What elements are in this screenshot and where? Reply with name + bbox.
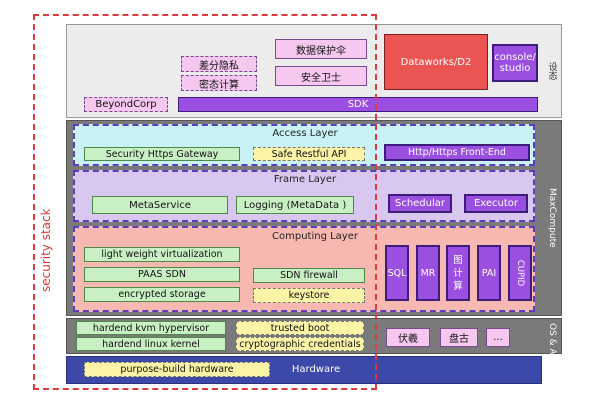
executor-box: Executor bbox=[464, 194, 528, 213]
fuxi-box: 伏羲 bbox=[386, 328, 430, 347]
pangu-box: 盘古 bbox=[440, 328, 478, 347]
http-frontend-box: Http/Https Front-End bbox=[384, 144, 530, 161]
access-layer-title: Access Layer bbox=[272, 128, 338, 139]
side-label-top: 设态 bbox=[546, 62, 557, 80]
engine-cupid: CUPID bbox=[508, 245, 532, 301]
data-protect-box: 数据保护伞 bbox=[275, 39, 367, 59]
keystore-box: keystore bbox=[253, 288, 365, 303]
metaservice-box: MetaService bbox=[92, 196, 228, 214]
more-box: ... bbox=[486, 328, 510, 347]
console-studio-box: console/ studio bbox=[492, 44, 538, 82]
security-stack-label: security stack bbox=[39, 208, 53, 292]
console-studio-label: console/ studio bbox=[494, 52, 536, 74]
engine-mr: MR bbox=[416, 245, 440, 301]
computing-layer-title: Computing Layer bbox=[272, 231, 358, 242]
trusted-boot-box: trusted boot bbox=[236, 321, 364, 335]
paas-sdn-box: PAAS SDN bbox=[84, 267, 240, 282]
engine-graph: 图 计 算 bbox=[446, 245, 470, 301]
crypto-credentials-box: cryptographic credentials bbox=[236, 337, 364, 351]
diff-privacy-box: 差分隐私 bbox=[181, 56, 257, 72]
beyondcorp-box: BeyondCorp bbox=[84, 97, 168, 112]
frame-layer-title: Frame Layer bbox=[273, 174, 337, 185]
virtualization-box: light weight virtualization bbox=[84, 247, 240, 262]
kvm-hypervisor-box: hardend kvm hypervisor bbox=[76, 321, 226, 335]
engine-sql: SQL bbox=[385, 245, 409, 301]
sdn-firewall-box: SDN firewall bbox=[253, 268, 365, 283]
linux-kernel-box: hardend linux kernel bbox=[76, 337, 226, 351]
logging-box: Logging (MetaData ) bbox=[236, 196, 354, 214]
security-stack-frame bbox=[33, 14, 377, 390]
scheduler-box: Schedular bbox=[388, 194, 452, 213]
security-https-gateway: Security Https Gateway bbox=[84, 147, 240, 161]
security-guard-box: 安全卫士 bbox=[275, 66, 367, 86]
dataworks-box: Dataworks/D2 bbox=[384, 34, 488, 90]
purpose-hardware-box: purpose-build hardware bbox=[84, 362, 270, 377]
side-label-os: OS & Apsara bbox=[547, 322, 557, 380]
side-label-maxcompute: MaxCompute bbox=[547, 188, 557, 248]
encrypted-storage-box: encrypted storage bbox=[84, 287, 240, 302]
secure-compute-box: 密态计算 bbox=[181, 75, 257, 91]
engine-pai: PAI bbox=[477, 245, 501, 301]
safe-restful-api: Safe Restful API bbox=[253, 147, 365, 161]
sdk-bar: SDK bbox=[178, 97, 538, 112]
hardware-label: Hardware bbox=[291, 364, 341, 375]
engine-cupid-label: CUPID bbox=[515, 259, 525, 287]
